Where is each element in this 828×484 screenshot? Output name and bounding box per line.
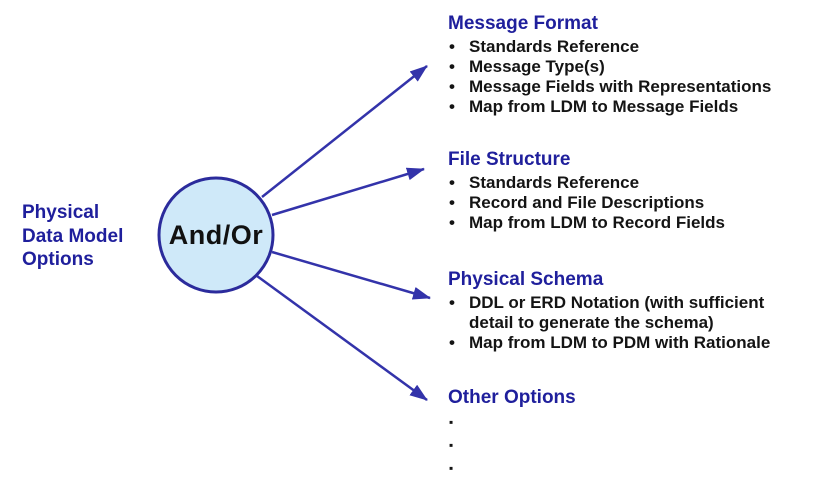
bullet-icon: •: [449, 293, 455, 312]
section-message-format: Message Format • Standards Reference • M…: [446, 13, 818, 117]
arrow-to-physical-schema: [271, 250, 431, 300]
bullet-icon: •: [449, 37, 455, 56]
bullet-item: • Record and File Descriptions: [446, 193, 818, 213]
bullet-icon: •: [449, 97, 455, 116]
bullet-icon: •: [449, 333, 455, 352]
bullet-item-continuation: detail to generate the schema): [446, 313, 818, 333]
bullet-item: ▪: [446, 457, 818, 480]
section-other-options: Other Options ▪ ▪ ▪: [446, 387, 818, 480]
bullet-item: • DDL or ERD Notation (with sufficient: [446, 293, 818, 313]
square-bullet-icon: ▪: [449, 461, 454, 475]
bullet-item: • Message Type(s): [446, 57, 818, 77]
bullet-text: DDL or ERD Notation (with sufficient: [469, 293, 765, 312]
bullet-text: detail to generate the schema): [469, 313, 714, 332]
section-title: Other Options: [448, 387, 576, 408]
label-line: Data Model: [22, 225, 124, 247]
bullet-item: • Standards Reference: [446, 173, 818, 193]
bullet-item: ▪: [446, 411, 818, 434]
bullet-icon: •: [449, 213, 455, 232]
section-title: Message Format: [448, 13, 598, 34]
bullet-item: • Map from LDM to Record Fields: [446, 213, 818, 233]
diagram-label-physical-data-model-options: Physical Data Model Options: [22, 201, 123, 272]
bullet-icon: •: [449, 77, 455, 96]
bullet-icon: •: [449, 173, 455, 192]
bullet-text: Record and File Descriptions: [469, 193, 705, 212]
bullet-item: • Map from LDM to PDM with Rationale: [446, 333, 818, 353]
arrow-to-message-format: [261, 65, 428, 198]
arrow-to-other-options: [256, 274, 428, 402]
bullet-icon: •: [449, 193, 455, 212]
bullet-text: Message Fields with Representations: [469, 77, 772, 96]
section-title: Physical Schema: [448, 269, 604, 290]
label-line: Options: [22, 249, 94, 270]
square-bullet-icon: ▪: [449, 438, 454, 452]
bullet-item: • Map from LDM to Message Fields: [446, 97, 818, 117]
arrow-to-file-structure: [271, 167, 425, 217]
bullet-item: ▪: [446, 434, 818, 457]
bullet-text: Map from LDM to Record Fields: [469, 213, 725, 232]
bullet-item: • Standards Reference: [446, 37, 818, 57]
and-or-hub-label: And/Or: [168, 219, 264, 250]
section-physical-schema: Physical Schema • DDL or ERD Notation (w…: [446, 269, 818, 353]
and-or-hub-circle: [157, 176, 275, 294]
label-line: Physical: [22, 202, 100, 223]
section-title: File Structure: [448, 149, 571, 170]
bullet-text: Standards Reference: [469, 173, 640, 192]
bullet-icon: •: [449, 57, 455, 76]
bullet-text: Standards Reference: [469, 37, 640, 56]
square-bullet-icon: ▪: [449, 415, 454, 429]
bullet-text: Map from LDM to PDM with Rationale: [469, 333, 771, 352]
bullet-text: Map from LDM to Message Fields: [469, 97, 739, 116]
bullet-item: • Message Fields with Representations: [446, 77, 818, 97]
section-file-structure: File Structure • Standards Reference • R…: [446, 149, 818, 233]
bullet-text: Message Type(s): [469, 57, 605, 76]
